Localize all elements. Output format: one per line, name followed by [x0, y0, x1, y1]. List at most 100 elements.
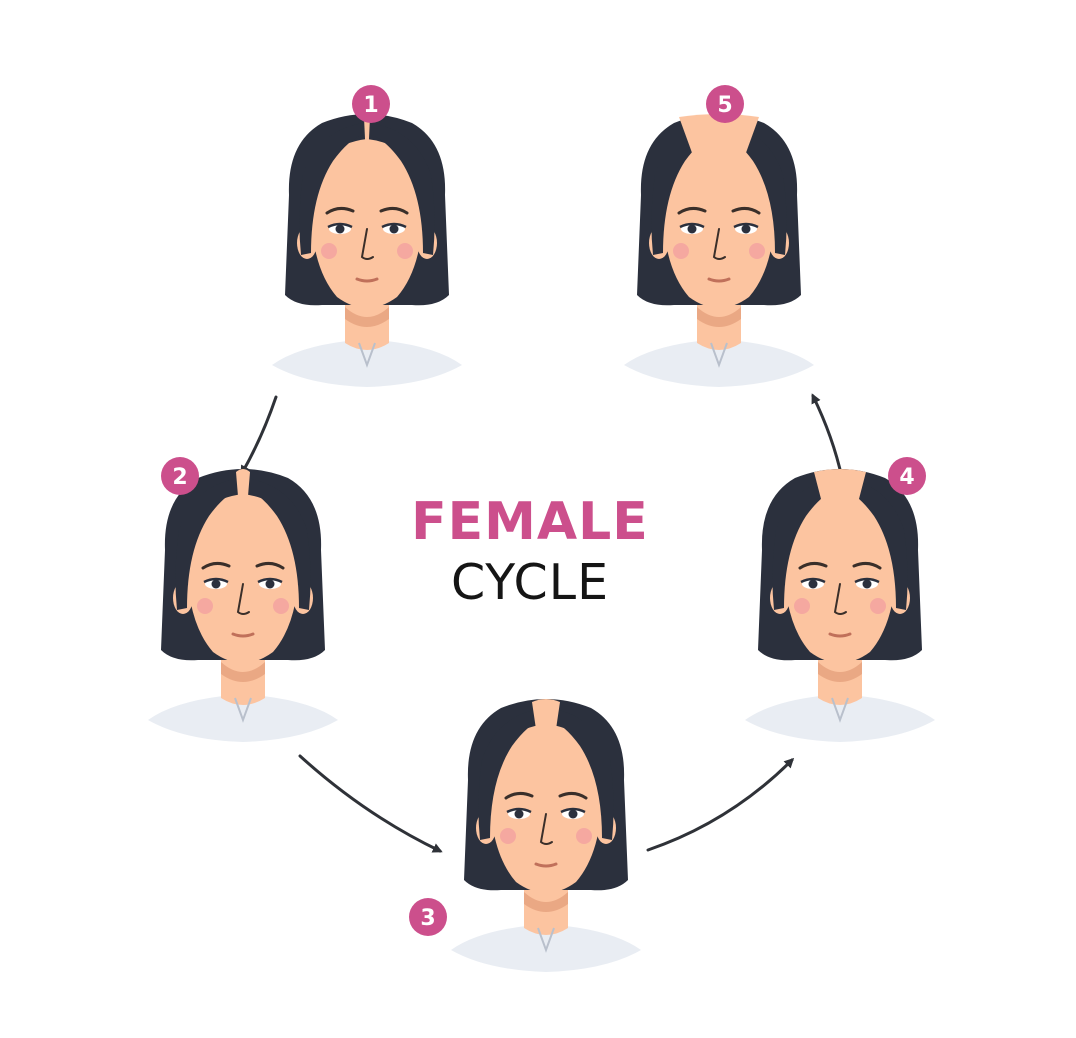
left-eyelid — [327, 222, 353, 229]
portrait-stage-5: stage 5: pronounced hair loss on top — [624, 114, 814, 387]
neck — [697, 305, 741, 350]
nose — [360, 228, 374, 260]
stage-badge-1: 1 — [352, 85, 390, 123]
right-pupil — [862, 579, 872, 589]
mouth — [231, 632, 255, 638]
badge-circle — [352, 85, 390, 123]
scalp-parting — [236, 469, 250, 509]
left-eyebrow — [201, 561, 231, 570]
left-pupil — [211, 579, 221, 589]
neck — [818, 660, 862, 705]
badge-circle — [409, 898, 447, 936]
title-line-cycle: CYCLE — [450, 554, 610, 611]
collar — [710, 342, 728, 368]
left-eyelid — [203, 577, 229, 584]
portrait-stage-4: stage 4: wider thinning across crown — [745, 469, 935, 742]
left-blush — [794, 598, 810, 614]
right-blush — [870, 598, 886, 614]
arrow-stage-3-to-4 — [646, 757, 795, 852]
portrait-stage-3: stage 3: visible thinning patch at crown — [451, 699, 641, 972]
left-eyelid — [506, 807, 532, 814]
left-pupil — [808, 579, 818, 589]
mouth — [707, 277, 731, 283]
stage-portraits: stage 1: full hair, thin parting line sta… — [148, 114, 935, 972]
nose — [833, 583, 847, 615]
right-blush — [576, 828, 592, 844]
badge-circle — [161, 457, 199, 495]
face — [310, 139, 424, 308]
portrait-stage-2: stage 2: slightly widened parting — [148, 469, 338, 742]
portrait-stage-1: stage 1: full hair, thin parting line — [272, 114, 462, 387]
left-pupil — [687, 224, 697, 234]
right-eyebrow — [558, 791, 588, 800]
neck-shadow — [221, 662, 265, 682]
left-eyebrow — [677, 206, 707, 215]
hair-front-left — [651, 123, 715, 255]
collar — [358, 342, 376, 368]
left-eyelid — [800, 577, 826, 584]
hair-front-left — [478, 708, 542, 840]
hair-front-right — [550, 708, 614, 840]
neck — [345, 305, 389, 350]
right-pupil — [265, 579, 275, 589]
left-blush — [197, 598, 213, 614]
right-eyelid — [854, 577, 880, 584]
left-eyebrow — [798, 561, 828, 570]
right-pupil — [568, 809, 578, 819]
left-blush — [500, 828, 516, 844]
right-pupil — [741, 224, 751, 234]
left-pupil — [335, 224, 345, 234]
scalp-parting — [814, 469, 866, 515]
collar — [537, 927, 555, 953]
left-eyelid — [679, 222, 705, 229]
neck-shadow — [524, 892, 568, 912]
nose — [539, 813, 553, 845]
right-blush — [397, 243, 413, 259]
scalp-parting — [532, 699, 560, 743]
left-eyebrow — [325, 206, 355, 215]
badge-number: 3 — [420, 906, 435, 931]
right-blush — [273, 598, 289, 614]
face — [489, 724, 603, 893]
left-pupil — [514, 809, 524, 819]
right-eyebrow — [731, 206, 761, 215]
hair-front-left — [299, 123, 363, 255]
badge-number: 5 — [717, 93, 732, 118]
hair-front-left — [772, 478, 836, 610]
face — [662, 139, 776, 308]
right-eyelid — [257, 577, 283, 584]
scalp-parting — [679, 114, 759, 164]
neck-shadow — [818, 662, 862, 682]
neck-shadow — [345, 307, 389, 327]
title-line-female: FEMALE — [411, 492, 649, 552]
right-eyelid — [560, 807, 586, 814]
collar — [234, 697, 252, 723]
right-eyebrow — [852, 561, 882, 570]
hair-front-right — [247, 478, 311, 610]
neck — [221, 660, 265, 705]
stage-badge-4: 4 — [888, 457, 926, 495]
stage-badge-5: 5 — [706, 85, 744, 123]
badge-circle — [706, 85, 744, 123]
hair-front-right — [844, 478, 908, 610]
left-blush — [321, 243, 337, 259]
neck — [524, 890, 568, 935]
badge-number: 4 — [899, 465, 914, 490]
mouth — [828, 632, 852, 638]
arrow-stage-2-to-3 — [298, 754, 443, 853]
badge-number: 1 — [363, 93, 378, 118]
face — [783, 494, 897, 663]
arrow-stage-4-to-5 — [811, 393, 844, 480]
diagram-title: FEMALE CYCLE — [380, 496, 680, 607]
stage-badge-3: 3 — [409, 898, 447, 936]
neck-shadow — [697, 307, 741, 327]
arrow-stage-1-to-2 — [240, 395, 278, 476]
hair-front-left — [175, 478, 239, 610]
collar — [831, 697, 849, 723]
badge-circle — [888, 457, 926, 495]
hair-front-right — [723, 123, 787, 255]
nose — [236, 583, 250, 615]
left-blush — [673, 243, 689, 259]
badge-number: 2 — [172, 465, 187, 490]
